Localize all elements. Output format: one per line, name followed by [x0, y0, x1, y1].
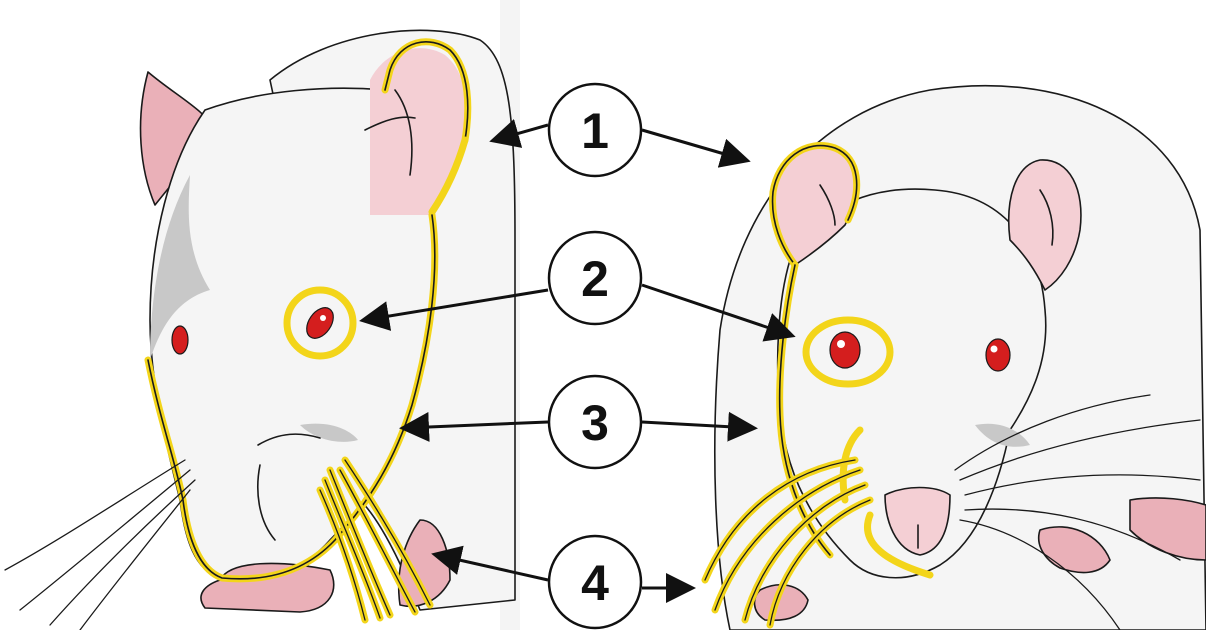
marker-1-label: 1	[581, 103, 609, 159]
right-rat-eye-glint	[837, 340, 845, 348]
right-rat-far-eye-glint	[991, 346, 998, 353]
right-rat-far-eye	[986, 339, 1010, 371]
left-rat	[5, 30, 515, 630]
marker-2-label: 2	[581, 251, 609, 307]
right-rat	[705, 86, 1206, 630]
marker-3: 3	[549, 376, 641, 468]
left-rat-eye-glint	[320, 315, 326, 321]
marker-3-label: 3	[581, 395, 609, 451]
arrow-1-right	[642, 130, 745, 160]
marker-2: 2	[549, 232, 641, 324]
marker-4-label: 4	[581, 555, 609, 611]
right-rat-eye	[830, 332, 860, 368]
marker-1: 1	[549, 84, 641, 176]
marker-4: 4	[549, 536, 641, 628]
left-rat-far-eye	[172, 326, 188, 354]
